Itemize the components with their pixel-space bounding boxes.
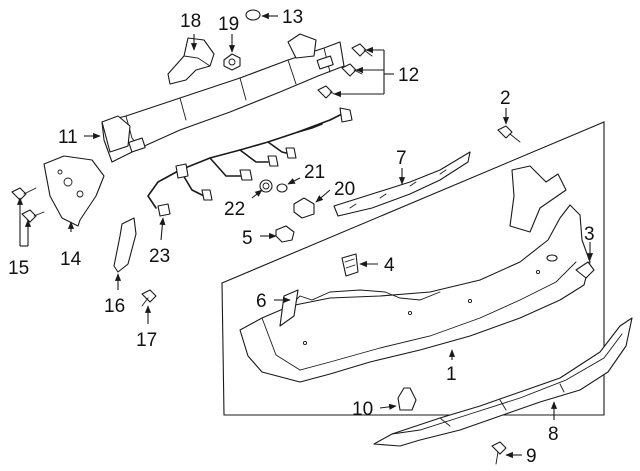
upper-reinforcement — [333, 151, 471, 217]
part-17-bolt — [141, 289, 157, 307]
part-14-bracket — [43, 155, 105, 227]
part-9-bolt — [491, 441, 507, 465]
callout-5: 5 — [242, 228, 253, 249]
callout-11: 11 — [58, 127, 78, 148]
part-20-sensor — [293, 197, 315, 219]
lower-diffuser — [373, 317, 633, 447]
part-4-clip — [341, 253, 359, 277]
callout-10: 10 — [352, 399, 373, 420]
callout-21: 21 — [304, 162, 325, 183]
callout-19: 19 — [218, 14, 239, 35]
part-3-cap — [575, 261, 595, 279]
wiring-harness — [147, 107, 353, 209]
callout-1: 1 — [446, 364, 457, 385]
callout-3: 3 — [584, 224, 595, 245]
callout-4: 4 — [384, 255, 395, 276]
callout-22: 22 — [224, 199, 245, 220]
part-23-connector — [157, 203, 171, 217]
part-22-sensor — [259, 179, 273, 193]
callout-20: 20 — [334, 179, 355, 200]
callout-labels: 1 2 3 4 5 6 7 8 9 10 11 12 13 14 15 16 1… — [8, 7, 595, 467]
part-5-sensor — [275, 225, 295, 243]
part-21-ring — [276, 183, 288, 193]
callout-18: 18 — [180, 11, 201, 32]
callout-6: 6 — [256, 291, 267, 312]
leader-lines — [16, 12, 594, 459]
part-19-nut — [223, 53, 241, 71]
callout-12: 12 — [398, 65, 419, 86]
part-15-bolts — [11, 187, 45, 223]
callout-15: 15 — [8, 258, 29, 279]
part-2-bolt — [497, 125, 521, 143]
part-13-cap — [245, 9, 261, 21]
callout-13: 13 — [282, 7, 303, 28]
part-10-clip — [397, 387, 417, 411]
callout-17: 17 — [136, 330, 157, 351]
callout-2: 2 — [500, 88, 511, 109]
callout-9: 9 — [526, 446, 537, 467]
callout-8: 8 — [548, 424, 559, 445]
bumper-cover — [239, 165, 591, 383]
part-12-bolts — [317, 43, 373, 99]
callout-14: 14 — [60, 249, 82, 270]
part-18-bracket — [167, 37, 215, 85]
part-16-strip — [113, 217, 137, 273]
callout-16: 16 — [104, 296, 125, 317]
callout-7: 7 — [396, 148, 407, 169]
impact-bar — [101, 33, 345, 163]
callout-23: 23 — [149, 246, 170, 267]
